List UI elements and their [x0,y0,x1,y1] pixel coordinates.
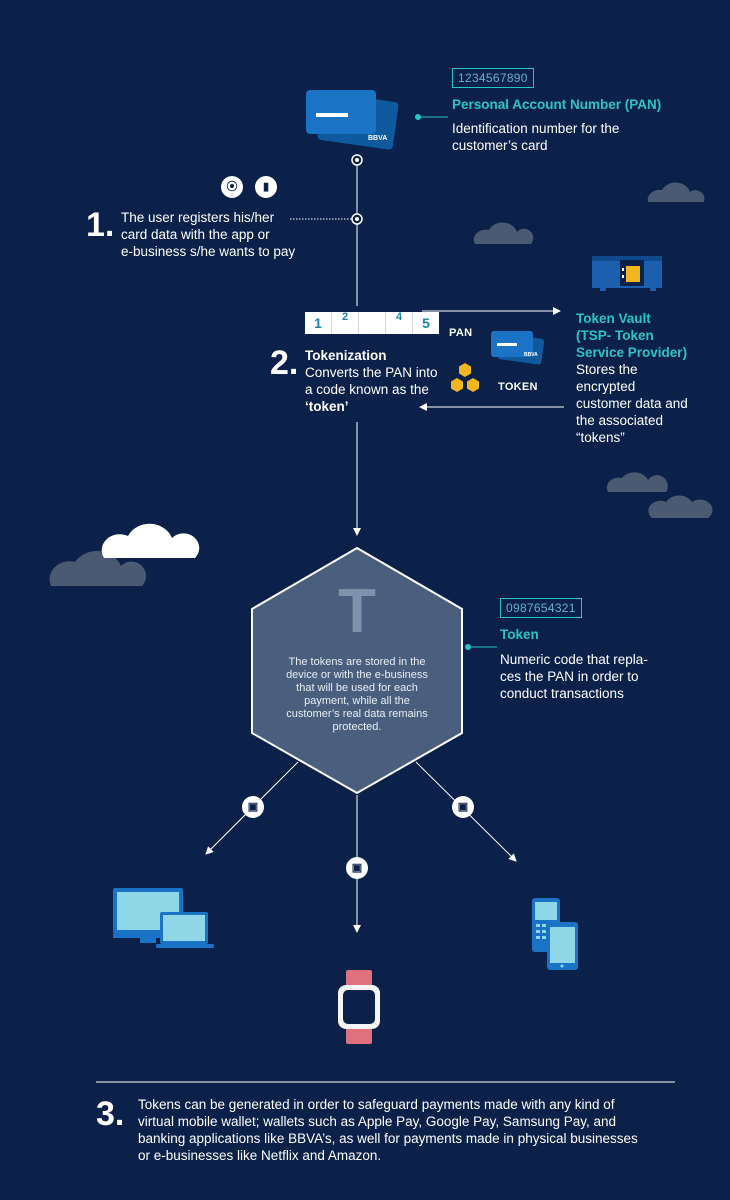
token-line1: Numeric code that repla- [500,652,648,667]
tokenization-line2: a code known as the [305,382,429,397]
card-icon: BBVA [491,331,545,365]
shopping-bag-icon: ▣ [242,796,264,818]
cloud-icon [49,550,146,586]
token-letter-icon: T [338,577,376,646]
tokenization-line1: Converts the PAN into [305,365,438,380]
token-digit: 4 [386,312,413,334]
phone-icon: ▮ [255,176,277,198]
hexagon-line2: device or with the e-business [286,669,428,681]
shopping-bag-icon: ▣ [452,796,474,818]
hexagon-line6: protected. [332,721,382,733]
token-line3: conduct transactions [500,686,624,701]
step-1-line3: e-business s/he wants to pay [121,244,296,259]
step-1-line1: The user registers his/her [121,210,275,225]
token-number-box: 0987654321 [500,598,582,618]
vault-desc-line3: customer data and [576,396,688,411]
vault-desc-line1: Stores the [576,362,638,377]
cloud-icon [606,472,668,492]
token-title: Token [500,627,539,642]
card-icon: BBVA [306,90,399,150]
token-digit-strip: 1 2 4 5 [305,312,439,334]
step-3-line2: virtual mobile wallet; wallets such as A… [138,1114,616,1129]
cloud-icon [101,523,200,558]
token-coin-icon [451,363,479,392]
token-label: TOKEN [498,381,538,393]
token-digit [359,312,386,334]
pan-label: PAN [449,327,473,339]
token-digit: 1 [305,312,332,334]
tokenization-title: Tokenization [305,348,387,363]
step-3-line1: Tokens can be generated in order to safe… [138,1097,615,1112]
svg-text:BBVA: BBVA [368,135,387,142]
step-2-number: 2. [270,344,299,382]
vault-title-line2: (TSP- Token [576,328,654,343]
step-1-number: 1. [86,206,115,244]
vault-title-line3: Service Provider) [576,345,688,360]
pan-description-line2: customer’s card [452,138,548,153]
vault-desc-line4: the associated [576,413,664,428]
hexagon-line5: customer’s real data remains [286,708,428,720]
token-line2: ces the PAN in order to [500,669,639,684]
vault-title-line1: Token Vault [576,311,651,326]
pan-title: Personal Account Number (PAN) [452,97,662,112]
step-3-line4: or e-businesses like Netflix and Amazon. [138,1148,382,1163]
cloud-icon [648,495,713,518]
token-hexagon [251,546,463,795]
vault-icon [592,256,662,291]
computer-icon [113,888,214,948]
vault-desc-line5: “tokens” [576,430,625,445]
step-3-line3: banking applications like BBVA’s, as wel… [138,1131,638,1146]
token-digit: 2 [332,312,359,334]
cloud-icon [473,222,534,244]
svg-text:BBVA: BBVA [524,352,538,358]
smartwatch-icon [338,970,380,1044]
token-digit: 5 [422,315,430,331]
hexagon-line1: The tokens are stored in the [288,656,426,668]
hexagon-line3: that will be used for each [296,682,418,694]
mobile-phone-icon [532,898,578,970]
step-3-number: 3. [96,1095,125,1133]
pan-number-box: 1234567890 [452,68,534,88]
cloud-icon [647,182,705,202]
nfc-icon: ⦿ [221,176,243,198]
shopping-bag-icon: ▣ [346,857,368,879]
vault-desc-line2: encrypted [576,379,636,394]
tokenization-line3: ‘token’ [305,399,349,414]
step-1-line2: card data with the app or [121,227,270,242]
hexagon-description: The tokens are stored in the device or w… [272,656,442,734]
hexagon-line4: payment, while all the [304,695,410,707]
pan-description-line1: Identification number for the [452,121,620,136]
